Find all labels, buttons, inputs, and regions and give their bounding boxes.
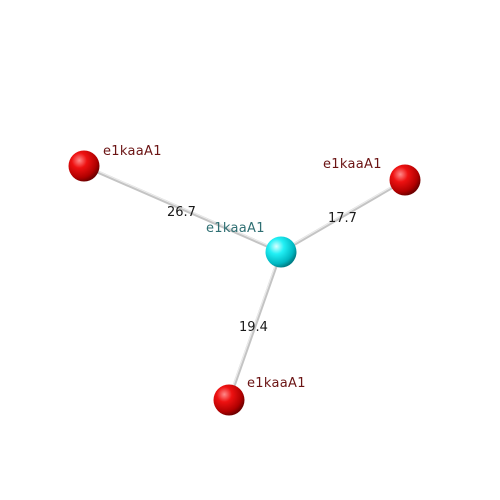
- nodes: [68, 150, 421, 416]
- node-label-neighbor-2: e1kaaA1: [323, 157, 382, 172]
- node-neighbor-1[interactable]: [68, 150, 100, 182]
- node-center[interactable]: [265, 236, 297, 268]
- edges: [82, 164, 407, 402]
- node-neighbor-2[interactable]: [389, 164, 421, 196]
- node-neighbor-3[interactable]: [213, 384, 245, 416]
- edge-1: [82, 164, 283, 254]
- edge-label-3: 19.4: [239, 320, 268, 335]
- edge-3: [227, 250, 283, 402]
- node-label-center: e1kaaA1: [206, 221, 265, 236]
- node-label-neighbor-3: e1kaaA1: [247, 376, 306, 391]
- edge-2: [279, 178, 407, 254]
- node-label-neighbor-1: e1kaaA1: [103, 144, 162, 159]
- edge-label-1: 26.7: [167, 205, 196, 220]
- edge-label-2: 17.7: [328, 211, 357, 226]
